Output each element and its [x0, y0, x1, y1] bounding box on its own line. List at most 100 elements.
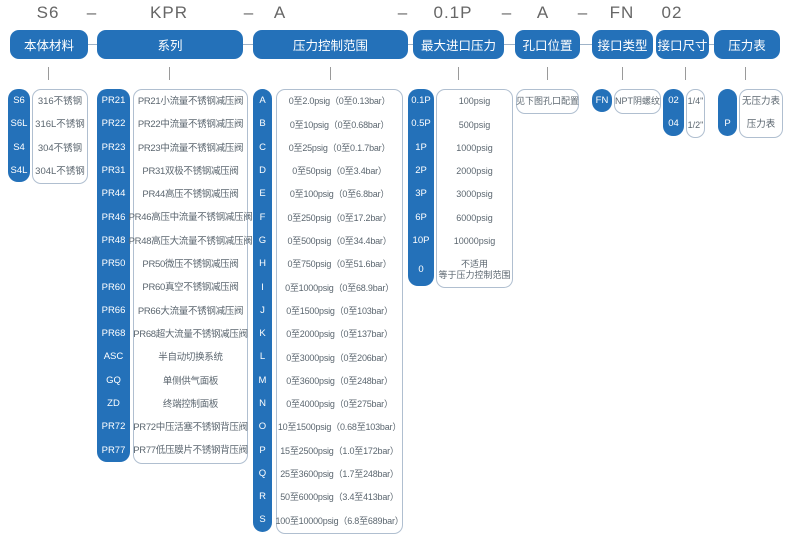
max-inlet-code: 6P [415, 211, 427, 223]
max-inlet-code: 0.1P [411, 95, 431, 107]
series-label: PR60真空不锈钢减压阀 [142, 282, 239, 294]
model-code-dash: – [243, 3, 255, 22]
port-size-code: 04 [668, 118, 679, 130]
connector-line [580, 44, 592, 45]
series-code: PR44 [101, 188, 126, 200]
series-code: PR46 [101, 211, 126, 223]
connector-line [88, 44, 97, 45]
tick-line [458, 67, 459, 80]
pressure-range-label: 0至10psig（0至0.68bar） [289, 119, 390, 130]
model-code-part-size: 02 [661, 3, 683, 22]
max-inlet-label: 1000psig [456, 142, 493, 153]
pressure-gauge-label: 压力表 [746, 119, 776, 131]
max-inlet-label: 2000psig [456, 166, 493, 177]
model-code-dash: – [397, 3, 409, 22]
tick-line [547, 67, 548, 80]
max-inlet-label: 6000psig [456, 212, 493, 223]
series-code: PR50 [101, 258, 126, 270]
series-code: PR31 [101, 165, 126, 177]
max-inlet-label: 500psig [458, 119, 491, 130]
max-inlet-label: 10000psig [453, 236, 496, 247]
pressure-range-label: 0至2000psig（0至137bar） [286, 329, 393, 340]
series-label: 半自动切换系统 [158, 352, 223, 364]
series-label: PR72中压活塞不锈钢背压阀 [133, 422, 248, 434]
model-code-part-type: FN [609, 3, 635, 22]
material-label: 304不锈钢 [37, 142, 83, 154]
series-code: PR77 [101, 444, 126, 456]
pressure-range-code: E [259, 188, 266, 200]
pressure-range-label: 15至2500psig（1.0至172bar） [280, 445, 399, 456]
material-label-box: 316不锈钢 316L不锈钢 304不锈钢 304L不锈钢 [32, 89, 88, 185]
pressure-range-code: Q [258, 467, 267, 479]
series-code: ZD [107, 398, 120, 409]
series-code: PR66 [101, 304, 126, 316]
pressure-range-label: 0至25psig（0至0.1.7bar） [288, 142, 391, 153]
series-label: 单侧供气面板 [162, 375, 219, 387]
series-label: PR46高压中流量不锈钢减压阀 [128, 212, 253, 224]
series-label: PR66大流量不锈钢减压阀 [137, 305, 244, 317]
material-label: 316不锈钢 [37, 95, 83, 107]
series-label: PR21小流量不锈钢减压阀 [137, 95, 244, 107]
port-position-label-box: 见下图孔口配置 [516, 89, 579, 115]
max-inlet-label: 3000psig [456, 189, 493, 200]
pressure-range-code: F [259, 211, 266, 223]
port-size-code: 02 [668, 95, 679, 107]
series-code: PR60 [101, 281, 126, 293]
max-inlet-code: 3P [415, 188, 427, 200]
port-type-code: FN [595, 95, 609, 107]
pressure-range-code: M [258, 374, 267, 386]
pressure-range-label: 25至3600psig（1.7至248bar） [280, 469, 399, 479]
model-code-dash: – [501, 3, 513, 22]
model-code-part-series: KPR [150, 3, 188, 22]
header-max-inlet-pressure: 最大进口压力 [413, 30, 504, 59]
model-code-part-port: A [536, 3, 550, 22]
series-code: PR72 [101, 421, 126, 433]
pressure-range-code: B [259, 118, 266, 130]
material-label: 316L不锈钢 [35, 119, 85, 131]
material-label: 304L不锈钢 [35, 165, 85, 177]
series-label: PR31双极不锈钢减压阀 [142, 165, 239, 177]
port-size-label: 1/4" [687, 96, 704, 107]
pressure-range-label: 0至4000psig（0至275bar） [286, 399, 393, 410]
header-port-position: 孔口位置 [515, 30, 580, 59]
pressure-range-label: 0至3000psig（0至206bar） [286, 352, 393, 363]
series-label: PR50微压不锈钢减压阀 [142, 259, 239, 271]
material-code: S6 [13, 95, 25, 107]
connector-line [408, 44, 413, 45]
pressure-range-label: 50至6000psig（3.4至413bar） [280, 492, 399, 503]
max-inlet-label: 100psig [458, 96, 491, 107]
max-inlet-code: 1P [415, 141, 427, 153]
tick-line [745, 67, 746, 80]
pressure-gauge-label-box: 无压力表压力表 [739, 89, 783, 138]
series-code: PR23 [101, 141, 126, 153]
pressure-range-label: 0至1000psig（0至68.9bar） [285, 282, 394, 293]
series-code: ASC [103, 351, 124, 363]
max-inlet-code: 2P [415, 165, 427, 177]
max-inlet-label-box: 100psig 500psig 1000psig 2000psig 3000psig 60… [436, 89, 513, 289]
header-port-size: 接口尺寸 [656, 30, 709, 59]
port-type-label: NPT阴螺纹 [615, 96, 661, 107]
connector-line [504, 44, 515, 45]
pressure-range-code: D [259, 165, 266, 177]
material-code: S4L [10, 165, 28, 177]
max-inlet-code: 10P [412, 234, 430, 246]
pressure-gauge-label: 无压力表 [741, 95, 780, 107]
series-label: PR44高压不锈钢减压阀 [142, 189, 239, 201]
series-label: PR77低压膜片不锈钢背压阀 [133, 445, 248, 457]
series-label: 终端控制面板 [162, 398, 219, 410]
series-label: PR48高压大流量不锈钢减压阀 [128, 235, 253, 247]
tick-line [48, 67, 49, 80]
series-label: PR23中流量不锈钢减压阀 [137, 142, 244, 154]
series-code: PR21 [101, 95, 126, 107]
series-label: PR68超大流量不锈钢减压阀 [133, 328, 248, 340]
pressure-range-code: K [259, 328, 266, 340]
model-code-part-range: A [273, 3, 287, 22]
pressure-range-code: O [258, 421, 267, 433]
pressure-range-label: 0至100psig（0至6.8bar） [289, 189, 390, 200]
port-size-code-pill: 02 04 [663, 89, 684, 136]
connector-line [709, 44, 714, 45]
series-code: GQ [106, 374, 121, 386]
pressure-range-label: 0至2.0psig（0至0.13bar） [288, 96, 391, 107]
